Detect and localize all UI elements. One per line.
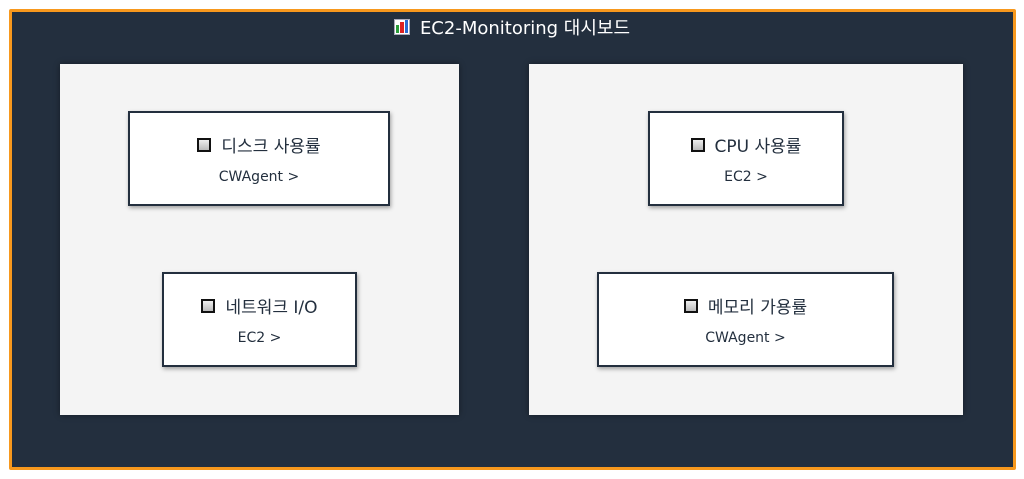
card-cpu-usage[interactable]: CPU 사용률 EC2 >: [648, 111, 844, 206]
card-link[interactable]: CWAgent >: [705, 330, 786, 346]
card-title: CPU 사용률: [714, 137, 802, 157]
title-text: EC2-Monitoring 대시보드: [419, 18, 631, 39]
card-title: 메모리 가용률: [707, 298, 808, 318]
card-link[interactable]: CWAgent >: [218, 169, 300, 185]
bar-chart-icon: [393, 19, 410, 35]
card-title: 디스크 사용률: [221, 137, 321, 157]
square-icon: [683, 298, 698, 313]
square-icon: [201, 298, 216, 313]
dashboard-title: EC2-Monitoring 대시보드: [0, 14, 1024, 40]
card-link[interactable]: EC2 >: [237, 330, 282, 346]
card-memory-available[interactable]: 메모리 가용률 CWAgent >: [597, 272, 894, 367]
square-icon: [690, 137, 705, 152]
card-disk-usage[interactable]: 디스크 사용률 CWAgent >: [128, 111, 390, 206]
card-link[interactable]: EC2 >: [724, 169, 768, 185]
card-title: 네트워크 I/O: [225, 298, 318, 318]
square-icon: [197, 137, 212, 152]
card-network-io[interactable]: 네트워크 I/O EC2 >: [162, 272, 357, 367]
